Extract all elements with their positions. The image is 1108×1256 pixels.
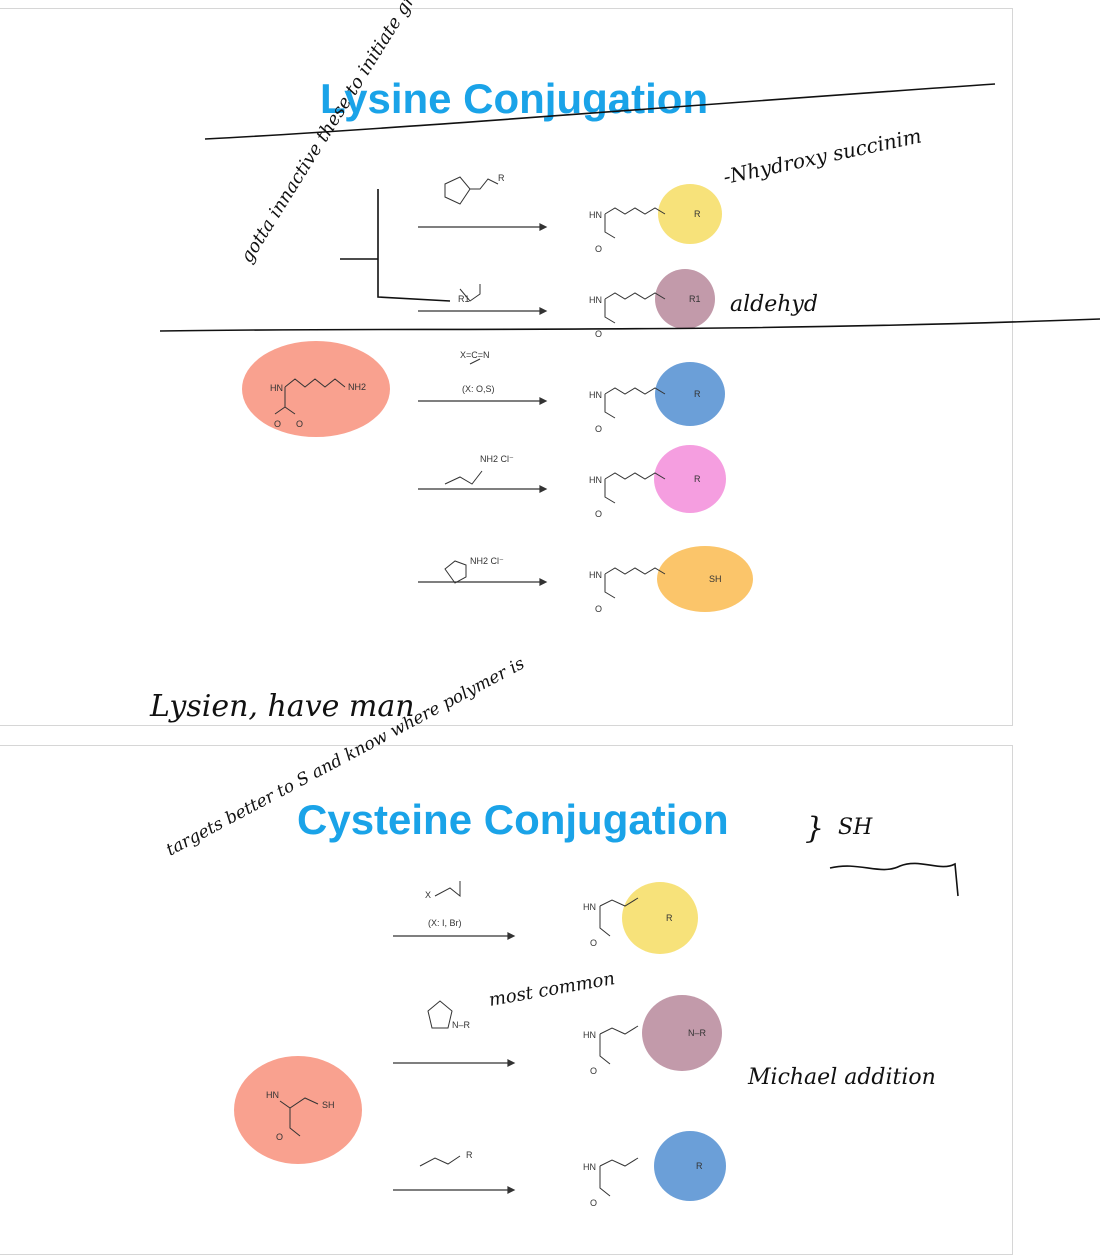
handwriting-layer: targets better to S and know where polym… <box>163 654 959 1090</box>
svg-text:O: O <box>590 1198 597 1208</box>
svg-text:NH2 Cl⁻: NH2 Cl⁻ <box>480 454 514 464</box>
svg-text:HN: HN <box>589 570 602 580</box>
brace-icon: } <box>805 811 824 846</box>
product-group-label: R <box>696 1161 703 1171</box>
svg-text:X: X <box>425 890 431 900</box>
product-group-label: R <box>694 389 701 399</box>
michael-note: Michael addition <box>747 1065 936 1090</box>
slide-cysteine-conjugation: Cysteine Conjugation HN SH O X (X: I, Br… <box>0 654 1013 1255</box>
svg-text:R: R <box>498 173 505 183</box>
svg-text:HN: HN <box>583 902 596 912</box>
svg-text:HN: HN <box>589 210 602 220</box>
svg-text:HN: HN <box>266 1090 279 1100</box>
product-circle <box>657 546 753 612</box>
product-circle <box>622 882 698 954</box>
svg-text:HN: HN <box>270 383 283 393</box>
svg-text:O: O <box>274 419 281 429</box>
product-circle <box>655 362 725 426</box>
aldehyde-note: aldehyd <box>730 292 818 317</box>
product-group-label: N–R <box>688 1028 707 1038</box>
svg-text:HN: HN <box>583 1162 596 1172</box>
slide-lysine-conjugation: Lysine Conjugation HN NH2 O O <box>0 0 1101 726</box>
svg-text:N–R: N–R <box>452 1020 471 1030</box>
svg-text:SH: SH <box>322 1100 335 1110</box>
svg-text:HN: HN <box>583 1030 596 1040</box>
svg-text:O: O <box>595 424 602 434</box>
nhs-note: -Nhydroxy succinim <box>721 123 924 188</box>
svg-text:X=C=N: X=C=N <box>460 350 490 360</box>
svg-text:HN: HN <box>589 390 602 400</box>
svg-text:HN: HN <box>589 475 602 485</box>
product-circle <box>654 1131 726 1201</box>
handwriting-layer: gotta innactive these to initiate groups… <box>159 0 1101 332</box>
maleimide-note: most common <box>487 968 616 1011</box>
cysteine-products: HN O R HN O N–R HN O R <box>583 882 726 1208</box>
slide-title: Lysine Conjugation <box>320 75 709 122</box>
product-circle <box>655 269 715 329</box>
svg-text:(X: O,S): (X: O,S) <box>462 384 495 394</box>
svg-text:O: O <box>590 938 597 948</box>
slide-title: Cysteine Conjugation <box>297 796 729 843</box>
svg-text:O: O <box>595 244 602 254</box>
product-group-label: R <box>694 209 701 219</box>
bottom-note: Lysien, have man <box>150 689 415 724</box>
svg-text:O: O <box>276 1132 283 1142</box>
lysine-start-circle <box>242 341 390 437</box>
svg-text:R: R <box>466 1150 473 1160</box>
product-circle <box>658 184 722 244</box>
svg-text:HN: HN <box>589 295 602 305</box>
start-nh2-label: NH2 <box>348 382 366 392</box>
svg-text:NH2 Cl⁻: NH2 Cl⁻ <box>470 556 504 566</box>
svg-text:O: O <box>590 1066 597 1076</box>
cysteine-reaction-scheme: HN SH O X (X: I, Br) N–R R HN O R HN O N–R HN O… <box>234 881 726 1208</box>
product-circle <box>642 995 722 1071</box>
svg-text:O: O <box>595 329 602 339</box>
svg-text:O: O <box>595 509 602 519</box>
product-circle <box>654 445 726 513</box>
product-group-label: R1 <box>689 294 701 304</box>
lysine-reaction-scheme: HN NH2 O O R R1 X=C=N (X: O,S) NH2 Cl⁻ N… <box>242 173 753 614</box>
left-margin-note: gotta innactive these to initiate groups… <box>236 0 532 267</box>
product-group-label: R <box>694 474 701 484</box>
svg-text:O: O <box>296 419 303 429</box>
svg-text:O: O <box>595 604 602 614</box>
thiol-note: SH <box>838 815 873 840</box>
svg-text:(X: I, Br): (X: I, Br) <box>428 918 462 928</box>
product-group-label: SH <box>709 574 722 584</box>
cysteine-start-circle <box>234 1056 362 1164</box>
product-group-label: R <box>666 913 673 923</box>
svg-text:R1: R1 <box>458 294 470 304</box>
